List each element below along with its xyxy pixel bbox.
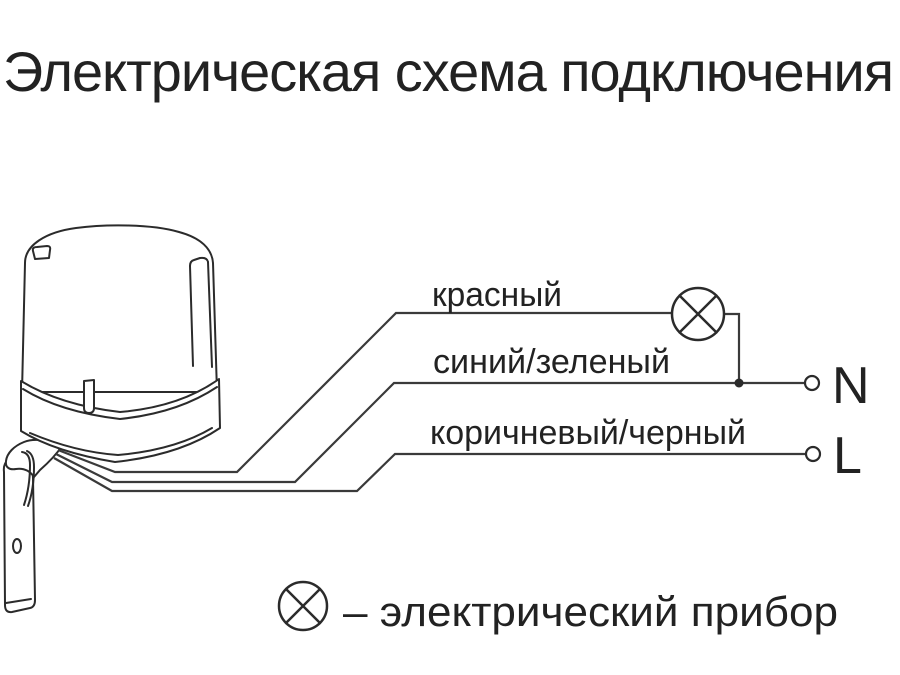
legend-text: – электрический прибор — [343, 588, 838, 635]
bracket-strap — [2, 459, 36, 614]
terminal-l-circle — [804, 445, 822, 463]
junction-dot — [734, 378, 744, 388]
wire-red-line — [57, 311, 672, 474]
lamp-cross — [678, 294, 718, 334]
wires — [53, 311, 806, 493]
wire-brown-black-line — [53, 452, 806, 493]
legend-lamp-icon — [277, 580, 329, 632]
wire-label-brown-black: коричневый/черный — [430, 414, 746, 452]
bracket-clip-line-2 — [26, 450, 35, 507]
page-title: Электрическая схема подключения — [3, 40, 893, 103]
terminal-l-label: L — [833, 427, 862, 485]
terminal-line: L — [804, 427, 862, 485]
photocell-device-illustration — [2, 224, 221, 614]
slot-top-hook — [189, 256, 209, 267]
wire-blue-green-line — [55, 381, 805, 484]
bracket-clip-line-1 — [21, 451, 31, 506]
slot-left-line — [189, 265, 194, 367]
legend: – электрический прибор — [277, 580, 838, 635]
base-ring-inner-bottom — [29, 427, 213, 456]
wire-label-red: красный — [432, 276, 562, 314]
lamp-icon — [670, 286, 726, 342]
base-ring-notch — [83, 379, 95, 414]
terminal-neutral: N — [803, 357, 870, 415]
lamp-to-neutral-connector — [724, 312, 741, 383]
bracket-strap-bottom-edge — [5, 598, 32, 604]
terminal-n-circle — [803, 374, 821, 392]
base-ring-inner-rim — [22, 386, 218, 420]
terminal-n-label: N — [832, 357, 870, 415]
wire-label-blue-green: синий/зеленый — [433, 343, 670, 381]
bracket-hole — [12, 538, 22, 554]
device-dome-tab — [31, 245, 52, 260]
device-head — [21, 224, 218, 393]
device-side-slot — [189, 256, 213, 368]
mounting-bracket — [2, 438, 63, 614]
slot-right-line — [207, 261, 213, 368]
legend-lamp-cross — [284, 587, 322, 625]
